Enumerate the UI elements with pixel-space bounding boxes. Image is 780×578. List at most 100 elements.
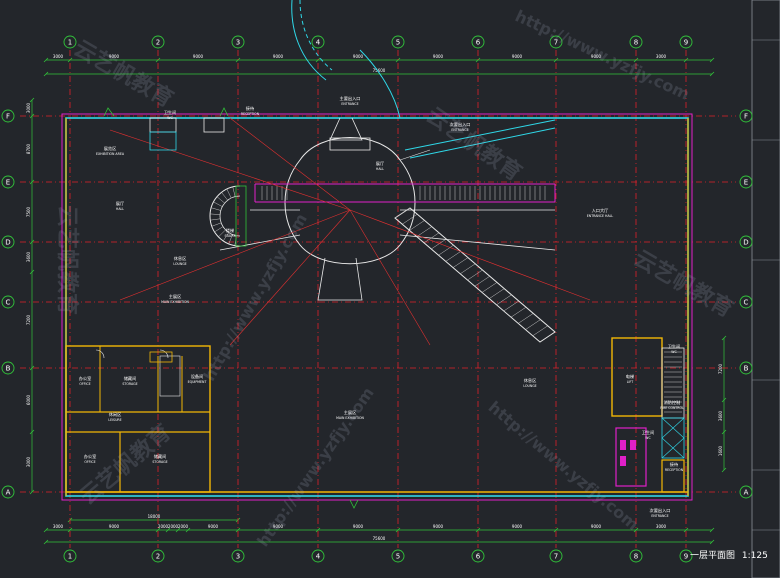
axis-label: F (6, 113, 10, 121)
axis-label: 6 (476, 553, 481, 561)
room-label: 主展区 (344, 409, 357, 416)
dimension-text: 1600 (718, 445, 723, 456)
axis-bubble (739, 175, 753, 189)
entrance-label: 主要出入口 (340, 95, 361, 102)
room-label: 电梯 (626, 373, 634, 380)
axis-bubble (231, 35, 245, 49)
axis-label: D (5, 239, 10, 247)
dimension-text: 75600 (373, 68, 386, 73)
axis-label: 1 (68, 553, 72, 561)
axis-bubble (549, 549, 563, 563)
axis-label: 9 (684, 553, 688, 561)
room-label-en: RECEPTION (665, 468, 684, 472)
watermark-text: http://www.yzfjy.com (485, 397, 643, 534)
axis-bubble (311, 549, 325, 563)
dimension-text: 9000 (591, 54, 602, 59)
axis-bubble (739, 235, 753, 249)
entrance-kiosks (103, 107, 359, 509)
dimension-text: 9000 (273, 54, 284, 59)
axis-label: E (6, 179, 10, 187)
dimension-text: 3000 (26, 102, 31, 113)
room-label: 办公室 (84, 453, 97, 460)
room-label-en: FIRE CONTROL (660, 406, 684, 410)
axis-label: B (6, 365, 11, 373)
axis-bubble (63, 35, 77, 49)
room-label: 展览区 (104, 145, 117, 152)
dimension-text: 9000 (109, 524, 120, 529)
dimension-text: 7200 (26, 314, 31, 325)
watermark-text: 云艺帆教育 (54, 205, 80, 315)
axis-bubble (1, 295, 15, 309)
dimension-text: 3000 (656, 524, 667, 529)
room-label-en: MAIN EXHIBITION (336, 416, 364, 420)
axis-label: 2 (156, 39, 160, 47)
axis-bubble (63, 549, 77, 563)
room-label-en: LEISURE (108, 418, 121, 422)
room-label: 主展区 (169, 293, 182, 300)
axis-bubble (739, 109, 753, 123)
axis-bubble (151, 35, 165, 49)
room-label-en: OFFICE (84, 460, 95, 464)
axis-bubble (1, 175, 15, 189)
room-label: 设备间 (191, 373, 204, 380)
axis-bubble (739, 361, 753, 375)
axis-bubble (629, 549, 643, 563)
axis-bubble (739, 485, 753, 499)
dimension-text: 9000 (433, 54, 444, 59)
axis-bubble (1, 361, 15, 375)
axis-bubble (391, 549, 405, 563)
axis-label: D (743, 239, 748, 247)
axis-label: 5 (396, 553, 400, 561)
entrance-label: 次要出入口 (650, 507, 671, 514)
axis-bubble (471, 549, 485, 563)
room-label: 卫生间 (668, 343, 681, 350)
entrance-label-en: ENTRANCE (341, 102, 358, 106)
axis-bubble (1, 235, 15, 249)
axis-bubble (471, 35, 485, 49)
axis-label: 1 (68, 39, 72, 47)
dimension-text: 3000 (26, 456, 31, 467)
room-label: 消防控制 (664, 399, 681, 406)
room-label-en: LIFT (627, 380, 633, 384)
room-label: 接待 (670, 461, 679, 468)
dimension-text: 9000 (208, 524, 219, 529)
axis-label: 8 (634, 553, 638, 561)
watermark-text: 云艺帆教育 (629, 245, 737, 323)
axis-label: 3 (236, 553, 240, 561)
axis-label: 3 (236, 39, 240, 47)
central-atrium (219, 117, 556, 301)
room-label-en: MAIN EXHIBITION (161, 300, 189, 304)
room-label-en: EXHIBITION AREA (96, 152, 125, 156)
axis-label: 5 (396, 39, 400, 47)
axis-bubble (231, 549, 245, 563)
axis-bubble (549, 35, 563, 49)
room-label: 楼梯 (226, 227, 234, 234)
spiral-stair (209, 185, 247, 247)
axis-bubble (311, 35, 325, 49)
axis-label: 4 (316, 553, 321, 561)
room-label-en: OFFICE (79, 382, 90, 386)
axis-bubble (679, 35, 693, 49)
axis-label: 8 (634, 39, 638, 47)
room-label-en: EQUIPMENT (188, 380, 207, 384)
dimension-text: 9000 (512, 54, 523, 59)
room-label-en: LOUNGE (173, 262, 186, 266)
dimension-text: 6000 (26, 394, 31, 405)
axis-label: 6 (476, 39, 481, 47)
dimension-text: 9000 (591, 524, 602, 529)
room-label-en: HALL (116, 207, 124, 211)
dimension-text: 2000 (178, 524, 189, 529)
drawing-scale: 1:125 (741, 551, 768, 561)
dimension-lines: 3000 9000 9000 9000 9000 9000 9000 9000 3000 7560… (26, 54, 727, 545)
access-road (291, 0, 401, 119)
axis-bubble (1, 485, 15, 499)
room-label-en: LOUNGE (523, 384, 536, 388)
room-label-en: ENTRANCE HALL (587, 214, 614, 218)
dimension-text: 3000 (53, 54, 64, 59)
dimension-text: 8700 (26, 143, 31, 154)
lower-left-rooms (65, 345, 211, 493)
axis-label: 9 (684, 39, 688, 47)
